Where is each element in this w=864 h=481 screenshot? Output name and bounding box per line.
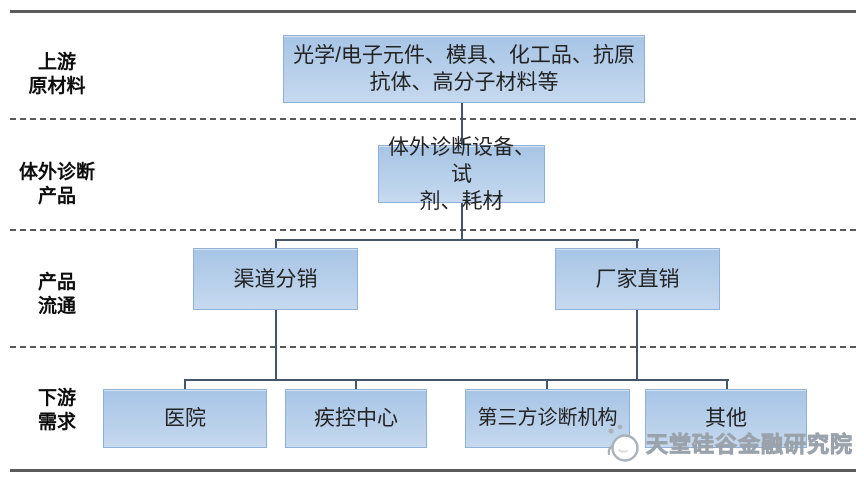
connector-bus-downstream — [184, 379, 729, 381]
bird-logo-icon — [607, 424, 639, 462]
connector-bus-circulation — [275, 239, 639, 241]
connector-channel-down — [275, 309, 277, 381]
stage-label-circulation: 产品 流通 — [37, 272, 76, 317]
connector-ivd-down — [461, 201, 463, 241]
watermark-text: 天堂硅谷金融研究院 — [646, 432, 854, 458]
stage-label-upstream: 上游 原材料 — [28, 52, 86, 97]
connector-drop-direct — [636, 239, 638, 250]
connector-direct-down — [636, 309, 638, 381]
node-other: 其他 — [645, 389, 807, 448]
connector-drop-channel — [275, 239, 277, 250]
connector-drop-other — [726, 379, 728, 390]
node-factory-direct: 厂家直销 — [555, 248, 720, 310]
stage-label-ivd-product: 体外诊断 产品 — [18, 162, 95, 207]
separator-ivd-circulation — [10, 229, 856, 231]
connector-raw-to-ivd — [461, 101, 463, 147]
node-ivd-products: 体外诊断设备、试 剂、耗材 — [378, 136, 545, 213]
separator-circulation-downstream — [10, 346, 856, 348]
node-third-party: 第三方诊断机构 — [465, 389, 630, 448]
connector-drop-third-party — [546, 379, 548, 390]
stage-label-downstream: 下游 需求 — [37, 388, 76, 433]
top-border-line — [10, 10, 856, 13]
separator-upstream-ivd — [10, 118, 856, 120]
watermark: 天堂硅谷金融研究院 — [601, 422, 853, 464]
bottom-border-line — [10, 469, 856, 472]
node-cdc-center: 疾控中心 — [285, 389, 427, 448]
node-channel-distribution: 渠道分销 — [193, 248, 358, 310]
node-hospital: 医院 — [103, 389, 267, 448]
connector-drop-cdc — [355, 379, 357, 390]
connector-drop-hospital — [184, 379, 186, 390]
node-raw-materials: 光学/电子元件、模具、化工品、抗原 抗体、高分子材料等 — [283, 35, 645, 103]
